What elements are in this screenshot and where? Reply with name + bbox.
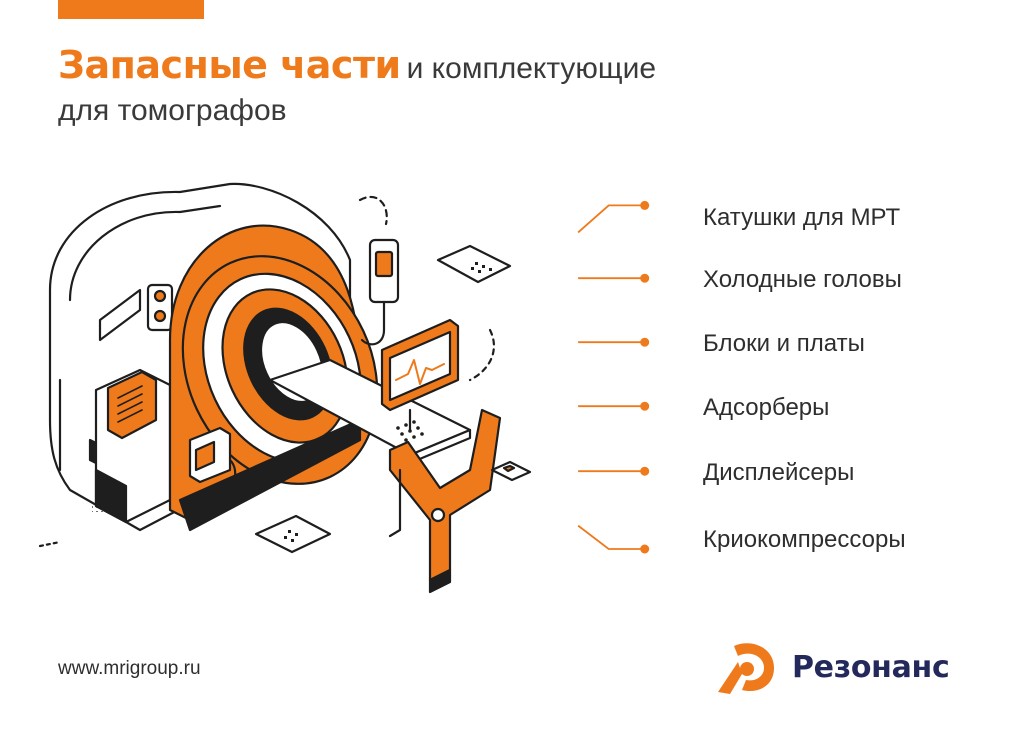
parts-list-item: Блоки и платы	[570, 326, 1010, 362]
top-accent-bar	[58, 0, 204, 19]
parts-list-item: Криокомпрессоры	[570, 522, 1010, 558]
parts-list-item: Дисплейсеры	[570, 455, 1010, 491]
connector-line-icon	[578, 273, 650, 283]
parts-list-label: Холодные головы	[703, 266, 902, 293]
company-logo: Резонанс	[712, 640, 992, 696]
parts-list-label: Блоки и платы	[703, 330, 865, 357]
parts-list-item: Катушки для МРТ	[570, 200, 1010, 236]
parts-list-label: Криокомпрессоры	[703, 526, 906, 553]
connector-line-icon	[578, 466, 650, 476]
title-rest: и комплектующие	[406, 52, 657, 85]
connector-line-icon	[578, 337, 650, 347]
connector-line-icon	[578, 401, 650, 411]
parts-list-item: Адсорберы	[570, 390, 1010, 426]
connector-line-icon	[577, 524, 650, 554]
parts-list-label: Катушки для МРТ	[703, 204, 901, 231]
parts-list-label: Дисплейсеры	[703, 459, 855, 486]
website-url[interactable]: www.mrigroup.ru	[58, 658, 201, 679]
parts-list-item: Холодные головы	[570, 262, 1010, 298]
logo-text: Резонанс	[792, 650, 950, 685]
mri-scanner-illustration	[38, 182, 532, 594]
parts-list-label: Адсорберы	[703, 394, 830, 421]
connector-line-icon	[577, 200, 650, 234]
page-subtitle: для томографов	[58, 94, 287, 127]
resonance-logo-mark-icon	[718, 643, 774, 694]
title-accent: Запасные части	[58, 43, 401, 87]
